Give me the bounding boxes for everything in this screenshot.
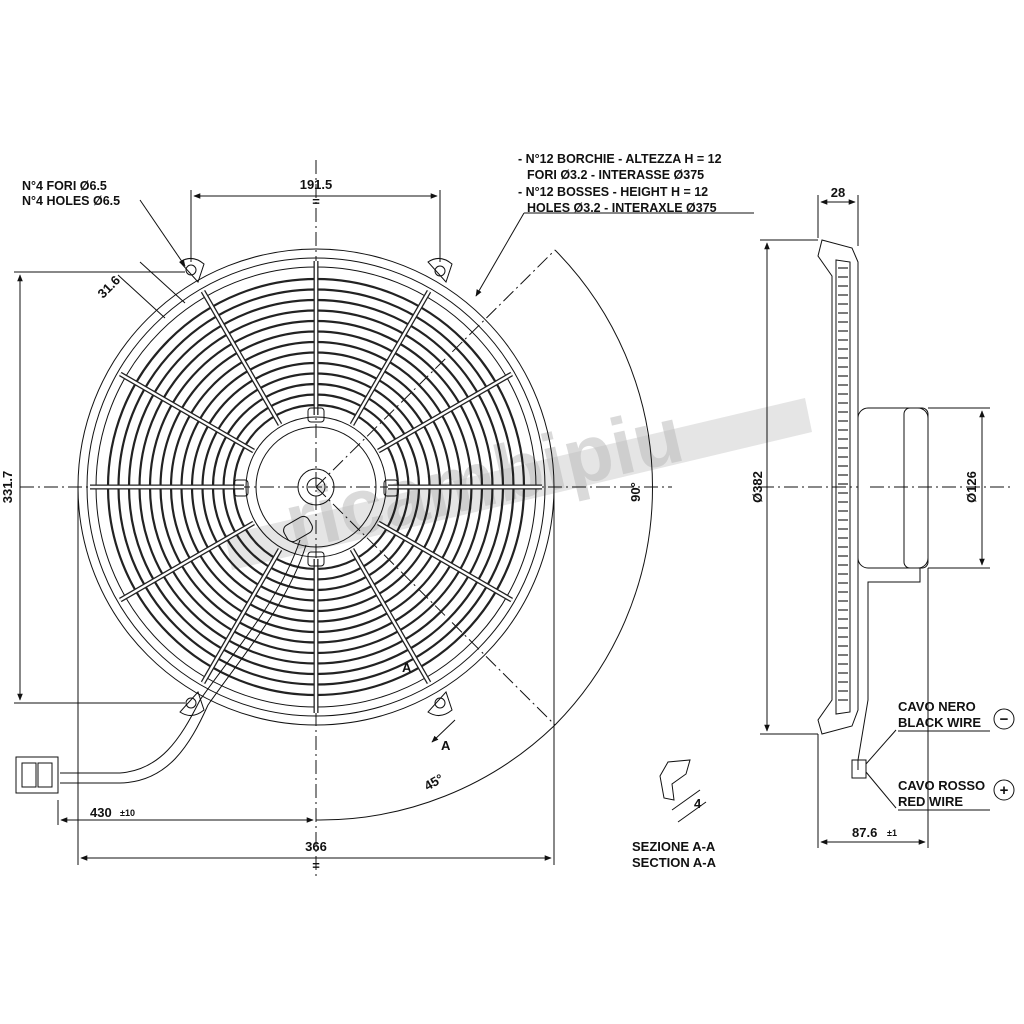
watermark: ricambipiu	[225, 389, 812, 570]
dim-equal-mark: =	[312, 194, 320, 209]
minus-symbol: −	[1000, 711, 1009, 728]
grill-spoke-inner	[350, 548, 431, 684]
bosses-note-it-2: FORI Ø3.2 - INTERASSE Ø375	[527, 168, 704, 182]
dim-cable-length: 430 ±10	[57, 800, 314, 825]
section-label-it: SEZIONE A-A	[632, 839, 716, 854]
holes-note-it: N°4 FORI Ø6.5	[22, 179, 107, 193]
diagonal-centerline-se	[315, 486, 556, 726]
grill-spoke-inner	[119, 372, 255, 453]
side-view: 28 Ø382 Ø126 87.6 ±1 CAVO NERO BLACK WIR…	[750, 185, 1015, 848]
mounting-holes	[179, 258, 453, 716]
dim-width-equal: =	[312, 858, 320, 873]
red-wire-it: CAVO ROSSO	[898, 778, 985, 793]
dim-cable-text: 430	[90, 805, 112, 820]
motor-hub	[233, 407, 399, 567]
dim-side-diameter-126: Ø126	[964, 471, 979, 503]
side-grill	[838, 267, 848, 701]
diagonal-centerline-ne	[315, 249, 556, 488]
grill-spoke-inner	[350, 290, 431, 426]
dim-hole-spacing: 191.5 =	[190, 177, 441, 262]
dim-width-text: 366	[305, 839, 327, 854]
dim-boss-spacing-text: 31.6	[95, 273, 124, 302]
section-label-en: SECTION A-A	[632, 855, 717, 870]
dim-side-depth-top: 28	[831, 185, 845, 200]
dim-width: 366 =	[77, 487, 555, 873]
dim-side-depth-value: 87.6	[852, 825, 877, 840]
holes-note-en: N°4 HOLES Ø6.5	[22, 194, 120, 208]
angle-90-text: 90°	[628, 482, 643, 502]
dim-side-depth-tol: ±1	[887, 828, 897, 838]
section-dim-text: 4	[694, 796, 702, 811]
bosses-note: - N°12 BORCHIE - ALTEZZA H = 12 FORI Ø3.…	[475, 152, 754, 297]
section-markers: A A	[402, 660, 456, 753]
plus-symbol: +	[1000, 782, 1009, 799]
dim-hole-spacing-text: 191.5	[300, 177, 333, 192]
side-wire-terminal	[851, 759, 867, 779]
bosses-note-en-2: HOLES Ø3.2 - INTERAXLE Ø375	[527, 201, 717, 215]
grill-spoke-inner	[119, 521, 255, 602]
side-motor	[857, 407, 929, 569]
dim-height: 331.7	[0, 271, 185, 704]
connector	[15, 756, 59, 794]
section-marker-top: A	[402, 660, 412, 675]
dim-cable-tol: ±10	[120, 808, 135, 818]
section-marker-bottom: A	[441, 738, 451, 753]
fan-frame-inner	[86, 257, 546, 717]
plus-terminal-icon	[993, 779, 1015, 801]
power-cable	[15, 539, 307, 794]
section-view: 4 SEZIONE A-A SECTION A-A	[632, 759, 717, 870]
black-wire-it: CAVO NERO	[898, 699, 976, 714]
front-view: 191.5 = 331.7 366 = 430 ±10	[0, 152, 754, 880]
grill-spoke-inner	[201, 548, 282, 684]
bosses-note-it-1: - N°12 BORCHIE - ALTEZZA H = 12	[518, 152, 722, 166]
grill-spoke-inner	[201, 290, 282, 426]
holes-note: N°4 FORI Ø6.5 N°4 HOLES Ø6.5	[22, 179, 186, 267]
grill-spoke-inner	[377, 372, 513, 453]
black-wire-en: BLACK WIRE	[898, 715, 981, 730]
minus-terminal-icon	[993, 708, 1015, 730]
dim-side-diameter-382: Ø382	[750, 471, 765, 503]
red-wire-en: RED WIRE	[898, 794, 963, 809]
dim-height-text: 331.7	[0, 471, 15, 504]
grill-spoke-inner	[377, 521, 513, 602]
bosses-note-en-1: - N°12 BOSSES - HEIGHT H = 12	[518, 185, 708, 199]
angle-45-text: 45°	[421, 771, 446, 794]
grill-spokes	[90, 261, 542, 713]
